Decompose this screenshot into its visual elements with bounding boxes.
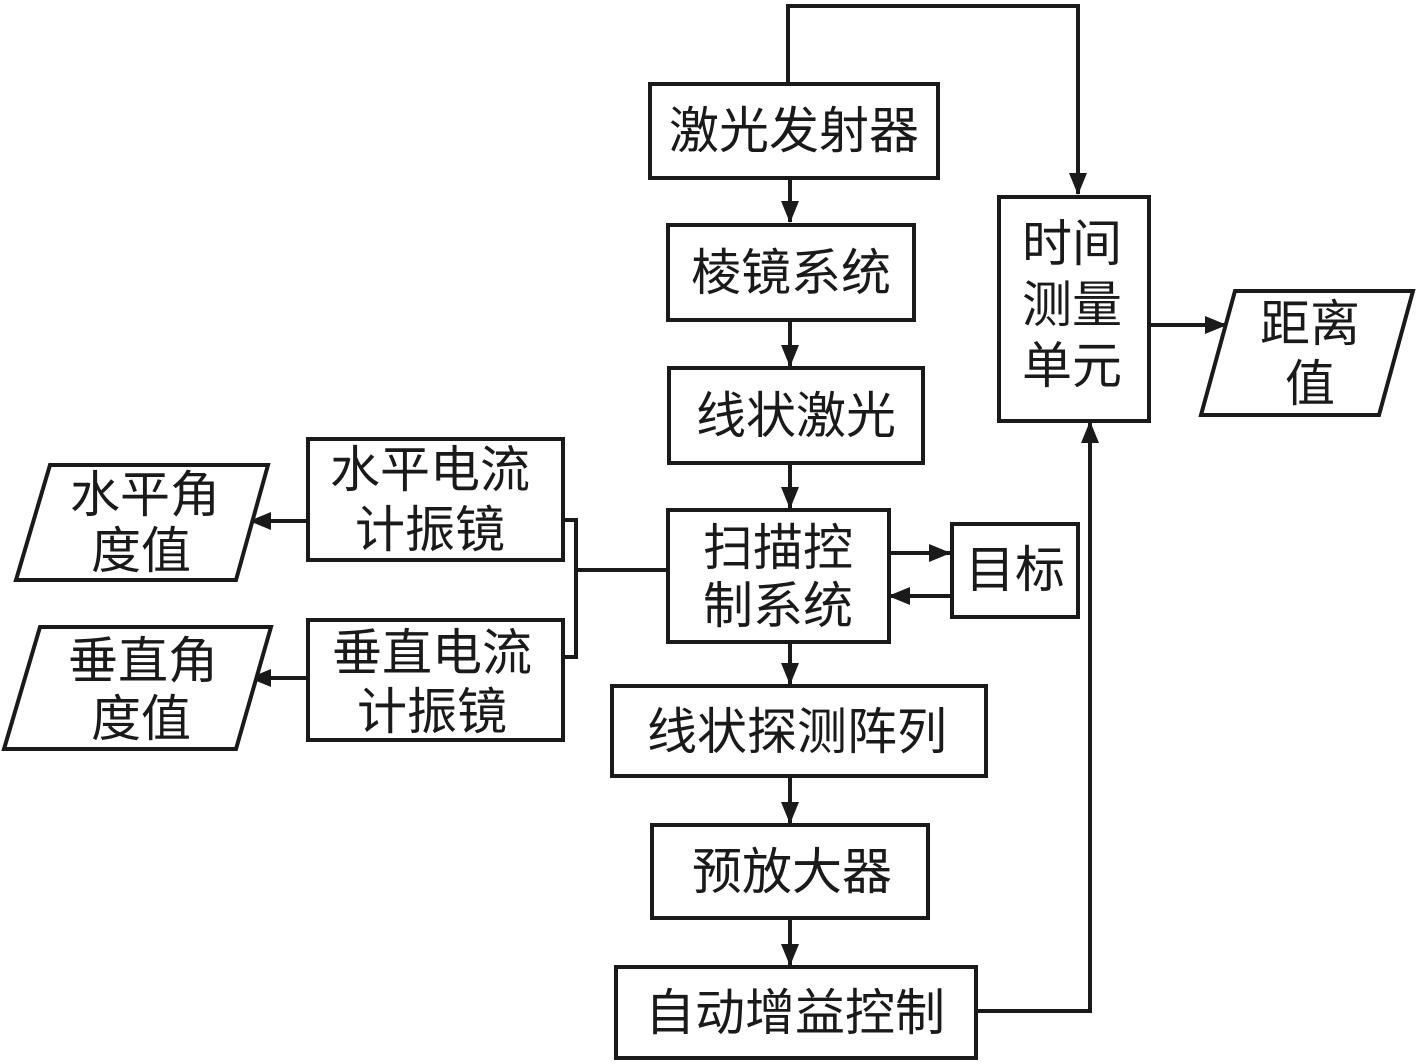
h-angle-node: 水平角 度值 [13, 463, 271, 582]
scan-control-node: 扫描控 制系统 [666, 508, 891, 644]
h-galvo-label-line-1: 水平电流 [330, 441, 530, 499]
distance-value-label-line-1: 距离 [1260, 295, 1360, 353]
h-angle-label-line-1: 水平角 [70, 466, 220, 524]
laser-emitter-node: 激光发射器 [648, 82, 940, 180]
scan-control-label-line-2: 制系统 [703, 577, 853, 635]
time-unit-node: 时间 测量 单元 [997, 195, 1151, 423]
connector-agc-to-time-unit [976, 421, 1099, 1013]
line-detector-array-node: 线状探测阵列 [610, 684, 988, 778]
distance-value-node: 距离 值 [1198, 289, 1416, 417]
target-label: 目标 [965, 541, 1065, 599]
prism-system-node: 棱镜系统 [666, 223, 916, 322]
v-galvo-label-line-1: 垂直电流 [332, 624, 532, 682]
connector-bus-to-v-galvo [563, 570, 578, 659]
line-laser-label: 线状激光 [696, 387, 896, 445]
laser-emitter-label: 激光发射器 [669, 102, 919, 160]
connector-bus-to-h-galvo [563, 518, 578, 570]
scan-control-label-line-1: 扫描控 [703, 519, 853, 577]
h-angle-label-line-2: 度值 [91, 522, 191, 580]
connector-laser-to-time-unit [786, 4, 1087, 195]
line-detector-array-label: 线状探测阵列 [647, 703, 947, 761]
target-node: 目标 [950, 522, 1080, 619]
agc-node: 自动增益控制 [614, 965, 978, 1060]
connectors [249, 4, 1227, 1013]
h-galvo-node: 水平电流 计振镜 [306, 437, 565, 562]
line-laser-node: 线状激光 [667, 366, 925, 465]
time-unit-label-line-3: 单元 [1022, 337, 1122, 395]
v-angle-node: 垂直角 度值 [1, 625, 274, 751]
preamplifier-label: 预放大器 [692, 843, 892, 901]
time-unit-label-line-1: 时间 [1022, 215, 1122, 273]
v-angle-label-line-2: 度值 [91, 690, 191, 748]
v-galvo-node: 垂直电流 计振镜 [306, 618, 565, 742]
v-galvo-label-line-2: 计振镜 [357, 683, 507, 741]
time-unit-label-line-2: 测量 [1022, 276, 1122, 334]
distance-value-label-line-2: 值 [1285, 355, 1335, 413]
v-angle-label-line-1: 垂直角 [68, 632, 218, 690]
prism-system-label: 棱镜系统 [691, 244, 891, 302]
preamplifier-node: 预放大器 [650, 823, 930, 920]
agc-label: 自动增益控制 [645, 984, 945, 1042]
h-galvo-label-line-2: 计振镜 [355, 501, 505, 559]
